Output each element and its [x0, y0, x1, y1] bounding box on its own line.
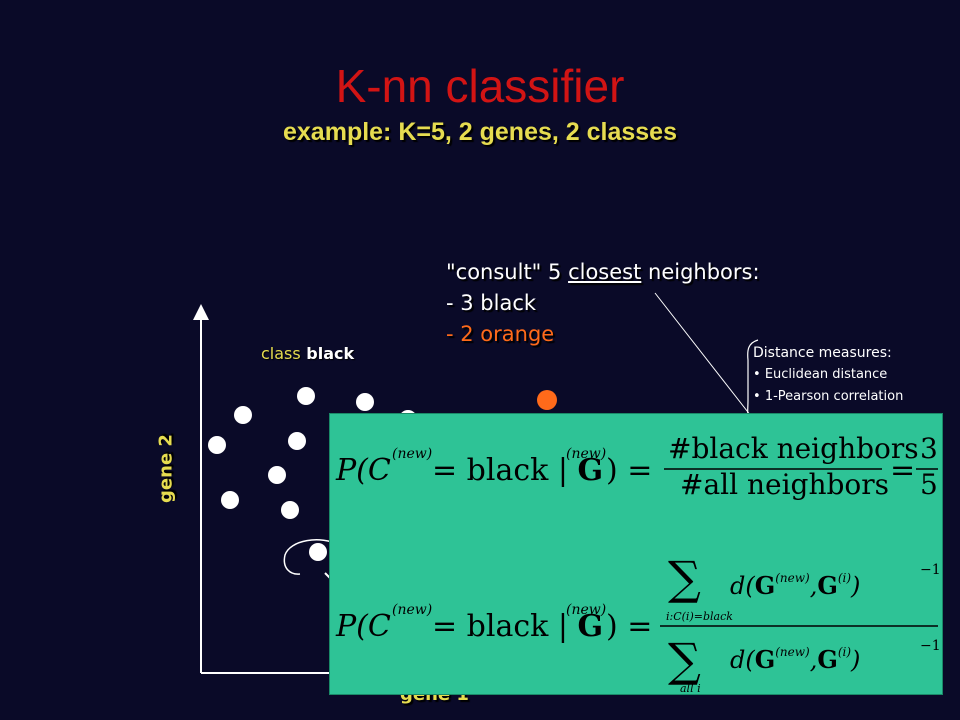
neighborhood-outline	[283, 539, 341, 575]
consult-line-1: "consult" 5 closest neighbors:	[446, 257, 760, 288]
consult-text: "consult" 5 closest neighbors: - 3 black…	[446, 257, 760, 350]
f2-lhs: P(C	[335, 609, 391, 644]
f2-bot-exp: −1	[920, 638, 941, 654]
slide-subtitle: example: K=5, 2 genes, 2 classes	[283, 118, 677, 146]
f1-num: #black neighbors	[668, 432, 919, 465]
f1-new2: (new)	[566, 446, 606, 462]
orange-point	[537, 390, 557, 410]
consult-part: "consult" 5	[446, 260, 569, 284]
f2-new: (new)	[392, 602, 432, 618]
f2-eq: = black | G	[432, 609, 603, 644]
formula-box: P(C (new) = black | G (new) ) = #black n…	[329, 413, 943, 695]
class-label: class black	[261, 344, 354, 363]
distance-item-label: Euclidean distance	[764, 367, 888, 382]
consult-part: neighbors:	[641, 260, 760, 284]
black-point	[309, 543, 327, 561]
black-point	[221, 491, 239, 509]
f1-rpar: ) =	[606, 453, 652, 488]
class-word: class	[261, 344, 301, 363]
distance-measures: Distance measures: • Euclidean distance …	[753, 342, 903, 408]
f2-bot-term: d(G(new),G(i))	[730, 645, 860, 674]
consult-line-black: - 3 black	[446, 291, 537, 315]
distance-heading: Distance measures:	[753, 345, 892, 361]
consult-line-orange: - 2 orange	[446, 322, 555, 346]
formula-2: P(C (new) = black | G (new) ) = ∑ i:C(i)…	[335, 551, 941, 695]
distance-item: • 1-Pearson correlation	[753, 389, 904, 404]
black-point	[356, 393, 374, 411]
f1-frac-den: 5	[920, 468, 938, 501]
y-axis-label: gene 2	[155, 434, 177, 503]
f1-eq2: =	[890, 453, 915, 488]
formula-svg: P(C (new) = black | G (new) ) = #black n…	[335, 432, 941, 695]
f1-new: (new)	[392, 446, 432, 462]
distance-item: • Euclidean distance	[753, 367, 888, 382]
black-point	[281, 501, 299, 519]
f1-lhs: P(C	[335, 453, 391, 488]
f1-den: #all neighbors	[680, 468, 889, 501]
f2-rpar: ) =	[606, 609, 652, 644]
f2-new2: (new)	[566, 602, 606, 618]
black-point	[297, 387, 315, 405]
black-point	[234, 406, 252, 424]
f2-top-term: d(G(new),G(i))	[730, 571, 860, 600]
f1-eq: = black | G	[432, 453, 603, 488]
distance-item-label: 1-Pearson correlation	[764, 389, 904, 404]
f2-top-exp: −1	[920, 562, 941, 578]
f2-top-sub: i:C(i)=black	[666, 610, 733, 623]
f1-frac-num: 3	[920, 432, 938, 465]
sum-icon: ∑	[668, 551, 701, 605]
sum-icon: ∑	[668, 633, 701, 687]
black-point	[288, 432, 306, 450]
consult-underlined-word: closest	[568, 260, 642, 284]
formula-1: P(C (new) = black | G (new) ) = #black n…	[335, 432, 938, 501]
f2-bot-sub: all i	[680, 682, 701, 695]
callout-line	[654, 292, 759, 426]
black-point	[268, 466, 286, 484]
class-name: black	[306, 344, 355, 363]
slide-title: K-nn classifier	[335, 60, 625, 112]
black-point	[208, 436, 226, 454]
